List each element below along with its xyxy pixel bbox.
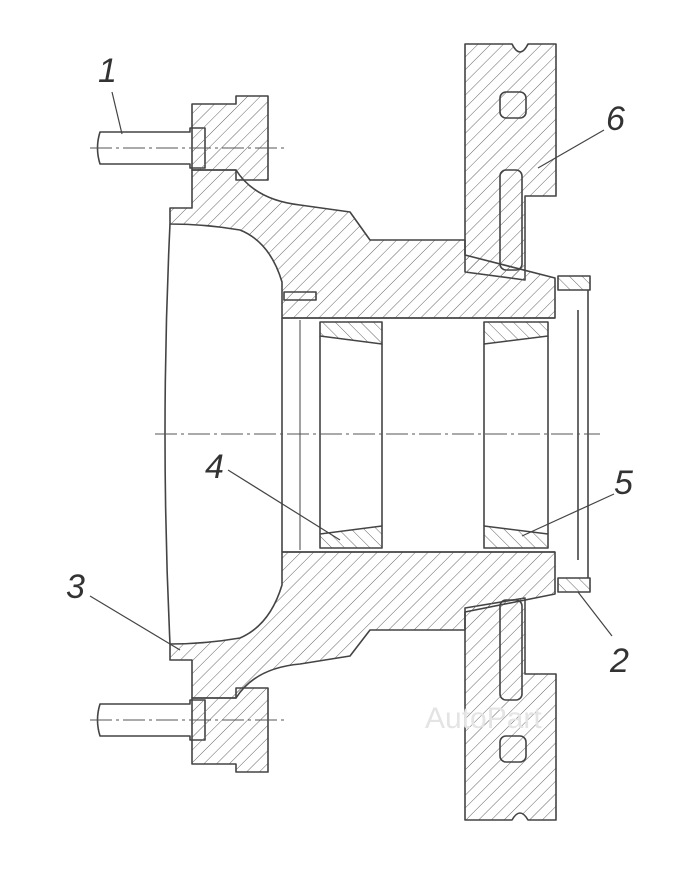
watermark-text: AutoPart: [425, 702, 542, 735]
label-2: 2: [609, 642, 629, 680]
label-5: 5: [614, 464, 633, 502]
wheel-studs: [96, 95, 269, 773]
label-1: 1: [98, 52, 117, 90]
brake-disc: [464, 43, 557, 821]
label-6: 6: [606, 100, 625, 138]
end-ring: [557, 275, 591, 593]
label-4: 4: [205, 448, 224, 486]
label-3: 3: [66, 568, 85, 606]
bearing-races: [299, 320, 549, 550]
leader-lines: [89, 91, 615, 651]
hub-body: [164, 169, 556, 699]
